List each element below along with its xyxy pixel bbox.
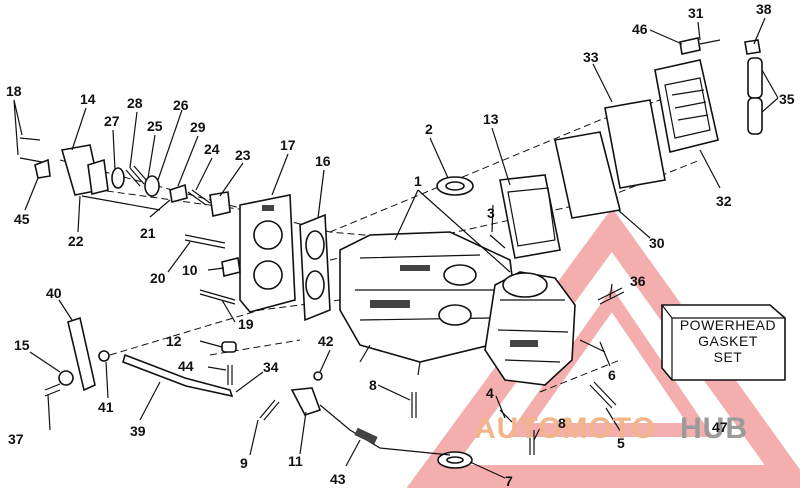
callout-43: 43 [330,471,346,487]
callout-3: 3 [487,205,495,221]
powerhead-gasket-set-box: POWERHEAD GASKET SET [661,304,786,381]
callout-11: 11 [288,453,303,469]
callout-12: 12 [166,333,182,349]
callout-42: 42 [318,333,334,349]
callout-28: 28 [127,95,143,111]
part-crankcase-left [339,231,516,376]
callout-9: 9 [240,455,248,471]
callout-19: 19 [238,316,254,332]
callout-47: 47 [712,419,728,435]
callout-30: 30 [649,235,665,251]
callout-18: 18 [6,83,22,99]
part-crankcase-right [484,271,576,386]
part-seals [436,176,474,469]
callout-16: 16 [315,153,331,169]
callout-21: 21 [140,225,156,241]
gasket-box-line1: POWERHEAD [680,317,776,333]
watermark-left: AUTOMOTO [474,412,656,445]
callout-31: 31 [688,5,704,21]
callout-24: 24 [204,141,220,157]
callout-8-right: 8 [558,415,566,431]
callout-7: 7 [505,473,513,488]
callout-40: 40 [46,285,62,301]
callout-46: 46 [632,21,648,37]
callout-36: 36 [630,273,646,289]
callout-14: 14 [80,91,96,107]
callout-13: 13 [483,111,499,127]
leader-lines [13,17,779,479]
gasket-box-line2: GASKET [698,333,758,349]
part-exhaust-covers [499,59,719,259]
callout-25: 25 [147,118,163,134]
callout-6: 6 [608,367,616,383]
callout-1: 1 [414,173,422,189]
part-cylinder-head [239,194,296,313]
callout-labels: 18 14 27 28 25 26 29 24 23 17 16 2 1 13 … [6,1,795,488]
part-throttle-linkage [58,316,451,456]
callout-8-left: 8 [369,377,377,393]
callout-23: 23 [235,147,251,163]
callout-38: 38 [756,1,772,17]
callout-26: 26 [173,97,189,113]
callout-17: 17 [280,137,296,153]
callout-32: 32 [716,193,732,209]
callout-5: 5 [617,435,625,451]
callout-35: 35 [779,91,795,107]
gasket-box-line3: SET [714,349,743,365]
part-tubes-35 [747,57,763,135]
callout-27: 27 [104,113,120,129]
callout-15: 15 [14,337,30,353]
callout-33: 33 [583,49,599,65]
callout-41: 41 [98,399,114,415]
callout-37: 37 [8,431,24,447]
callout-4: 4 [486,385,494,401]
callout-20: 20 [150,270,166,286]
callout-22: 22 [68,233,84,249]
callout-39: 39 [130,423,146,439]
callout-2: 2 [425,121,433,137]
callout-34: 34 [263,359,279,375]
callout-29: 29 [190,119,206,135]
watermark-text: AUTOMOTO HUB [474,412,748,445]
part-head-gasket [299,213,331,322]
callout-44: 44 [178,358,194,374]
part-fasteners [19,37,761,455]
watermark-right: HUB [680,412,748,445]
callout-10: 10 [182,262,198,278]
callout-45: 45 [14,211,30,227]
